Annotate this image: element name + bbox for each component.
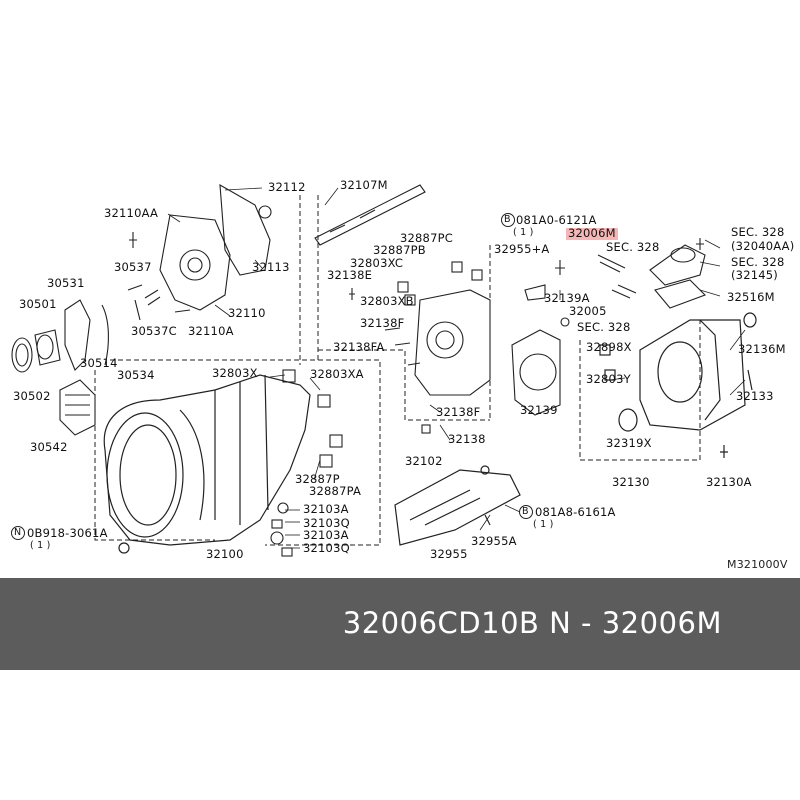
part-label-32955-a: 32955+A (494, 242, 550, 256)
part-label-0b918: 0B918-3061A (27, 526, 108, 540)
extension-housing (599, 312, 757, 458)
part-label-081a0-qty: ( 1 ) (513, 227, 534, 238)
part-label-32887pc: 32887PC (400, 231, 453, 245)
adapter-plate (349, 261, 491, 434)
part-label-32887pa: 32887PA (309, 484, 362, 498)
part-label-32138f-top: 32138F (360, 316, 405, 330)
clutch-parts (11, 284, 143, 436)
part-label-32803y: 32803Y (586, 372, 631, 386)
part-label-081a8: 081A8-6161A (535, 505, 616, 519)
part-label-30542: 30542 (30, 440, 68, 454)
part-label-32103a-top: 32103A (303, 502, 349, 516)
part-label-32103q-bottom: 32103Q (303, 541, 350, 555)
part-label-32133: 32133 (736, 389, 774, 403)
part-label-32803xa: 32803XA (310, 367, 364, 381)
oil-pan (394, 465, 521, 546)
part-label-32100: 32100 (206, 547, 244, 561)
shift-rod (314, 184, 426, 246)
part-label-30534: 30534 (117, 368, 155, 382)
assembly-frames (94, 195, 701, 546)
part-label-32138fa: 32138FA (333, 340, 385, 354)
part-label-32110a: 32110A (188, 324, 234, 338)
part-label-32139: 32139 (520, 403, 558, 417)
part-label-32103a-bottom: 32103A (303, 528, 349, 542)
part-label-32136m: 32136M (738, 342, 786, 356)
part-label-32110: 32110 (228, 306, 266, 320)
part-label-30531: 30531 (47, 276, 85, 290)
part-label-32110aa: 32110AA (104, 206, 159, 220)
part-label-32955: 32955 (430, 547, 468, 561)
part-label-32103q-top: 32103Q (303, 516, 350, 530)
part-label-081a0: 081A0-6121A (516, 213, 597, 227)
part-label-32005: 32005 (569, 304, 607, 318)
parts-diagram: B N B 32112 32107M 32110AA 081A0-6121A (… (11, 178, 795, 571)
front-housing (129, 184, 272, 313)
circle-letter-b-top: B (504, 214, 511, 225)
part-label-32887p: 32887P (295, 472, 340, 486)
part-label-0b918-qty: ( 1 ) (30, 540, 51, 551)
bearings (270, 369, 343, 557)
part-label-32113: 32113 (252, 260, 290, 274)
rear-parts (511, 254, 637, 416)
part-label-sec328-c: SEC. 328 (731, 255, 785, 269)
part-label-32319x: 32319X (606, 436, 652, 450)
diagram-drawing (11, 184, 757, 557)
part-label-32112: 32112 (268, 180, 306, 194)
part-label-32803xc: 32803XC (350, 256, 404, 270)
part-label-32898x: 32898X (586, 340, 632, 354)
part-label-32006m-highlighted: 32006M (566, 226, 618, 240)
part-label-30537: 30537 (114, 260, 152, 274)
part-label-32516m: 32516M (727, 290, 775, 304)
part-number-text: 32006CD10B N - 32006M (342, 606, 722, 640)
part-label-32130: 32130 (612, 475, 650, 489)
part-label-30501: 30501 (19, 297, 57, 311)
callout-circles (11, 213, 533, 540)
circle-letter-b-bottom: B (522, 506, 529, 517)
part-label-sec328-b: SEC. 328 (731, 225, 785, 239)
part-label-32139a: 32139A (544, 291, 590, 305)
part-number-banner: 32006CD10B N - 32006M (0, 578, 800, 670)
part-label-32145: (32145) (731, 268, 778, 282)
part-label-32887pb: 32887PB (373, 243, 426, 257)
part-label-32040aa: (32040AA) (731, 239, 795, 253)
part-label-sec328-d: SEC. 328 (577, 320, 631, 334)
circle-letter-n: N (14, 527, 22, 538)
part-label-32803xb: 32803XB (360, 294, 414, 308)
part-label-32138e: 32138E (327, 268, 373, 282)
part-label-081a8-qty: ( 1 ) (533, 519, 554, 530)
part-label-30514: 30514 (80, 356, 118, 370)
part-label-30502: 30502 (13, 389, 51, 403)
diagram-reference-code: M321000V (727, 558, 788, 571)
part-label-32803x: 32803X (212, 366, 258, 380)
part-label-32138f-bottom: 32138F (436, 405, 481, 419)
part-label-32955a: 32955A (471, 534, 517, 548)
transmission-case (103, 374, 311, 554)
part-label-30537c: 30537C (131, 324, 177, 338)
part-label-32102: 32102 (405, 454, 443, 468)
part-label-32138: 32138 (448, 432, 486, 446)
top-cover (649, 238, 706, 309)
part-label-sec328-a: SEC. 328 (606, 240, 660, 254)
part-label-32130a: 32130A (706, 475, 752, 489)
part-label-32107m: 32107M (340, 178, 388, 192)
